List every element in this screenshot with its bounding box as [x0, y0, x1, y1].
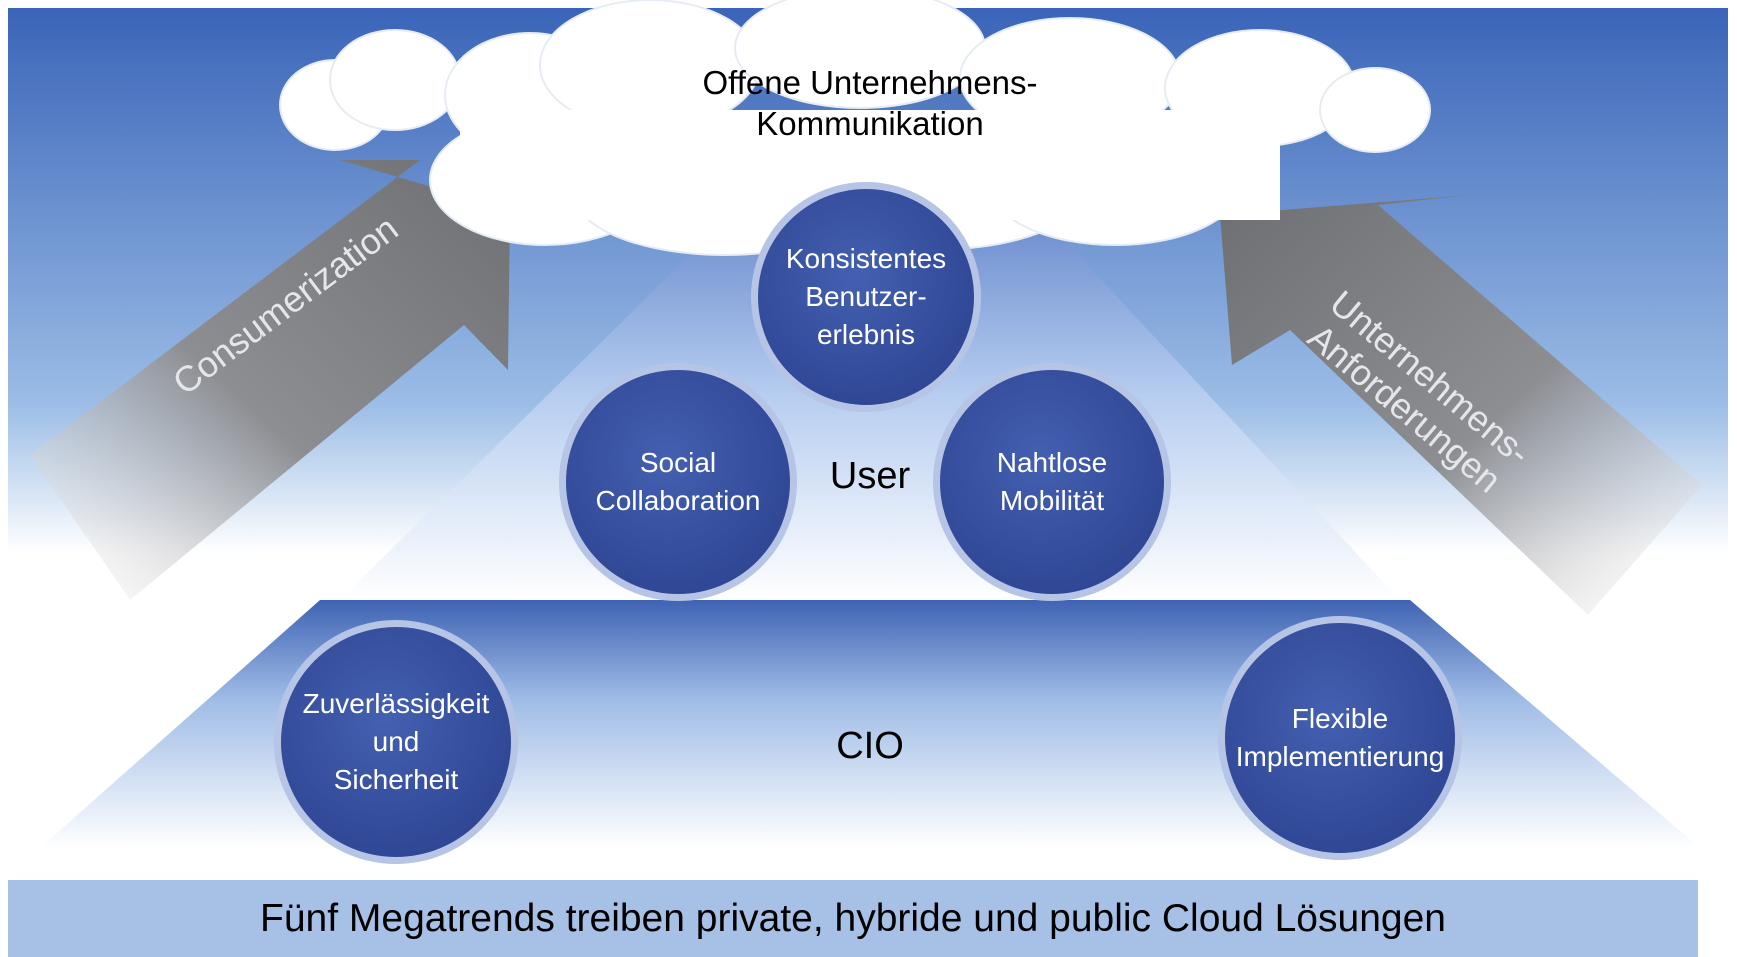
social-text: Social Collaboration: [595, 447, 761, 516]
konsistentes-text: Konsistentes Benutzer- erlebnis: [785, 243, 947, 350]
cloud-title-line2: Kommunikation: [756, 105, 984, 142]
user-label: User: [829, 455, 911, 497]
cloud-title-line1: Offene Unternehmens-: [702, 64, 1038, 101]
unternehmens-arrow: [1220, 195, 1702, 615]
megatrends-banner-text: Fünf Megatrends treiben private, hybride…: [260, 896, 1446, 940]
zuverlaessigkeit-circle: [281, 627, 511, 857]
flexible-circle: [1225, 623, 1455, 853]
consumerization-arrow: [30, 160, 510, 600]
flexible-text: Flexible Implementierung: [1235, 703, 1445, 772]
zuverlaessigkeit-text: Zuverlässigkeit und Sicherheit: [302, 688, 490, 795]
nahtlose-circle: [940, 370, 1164, 594]
cio-label: CIO: [836, 725, 904, 767]
megatrends-banner: Fünf Megatrends treiben private, hybride…: [8, 880, 1698, 957]
cloud-title: Offene Unternehmens- Kommunikation: [600, 62, 1140, 144]
social-circle: [566, 370, 790, 594]
circle-group: [274, 182, 1462, 864]
nahtlose-text: Nahtlose Mobilität: [996, 447, 1108, 516]
konsistentes-circle: [758, 189, 974, 405]
